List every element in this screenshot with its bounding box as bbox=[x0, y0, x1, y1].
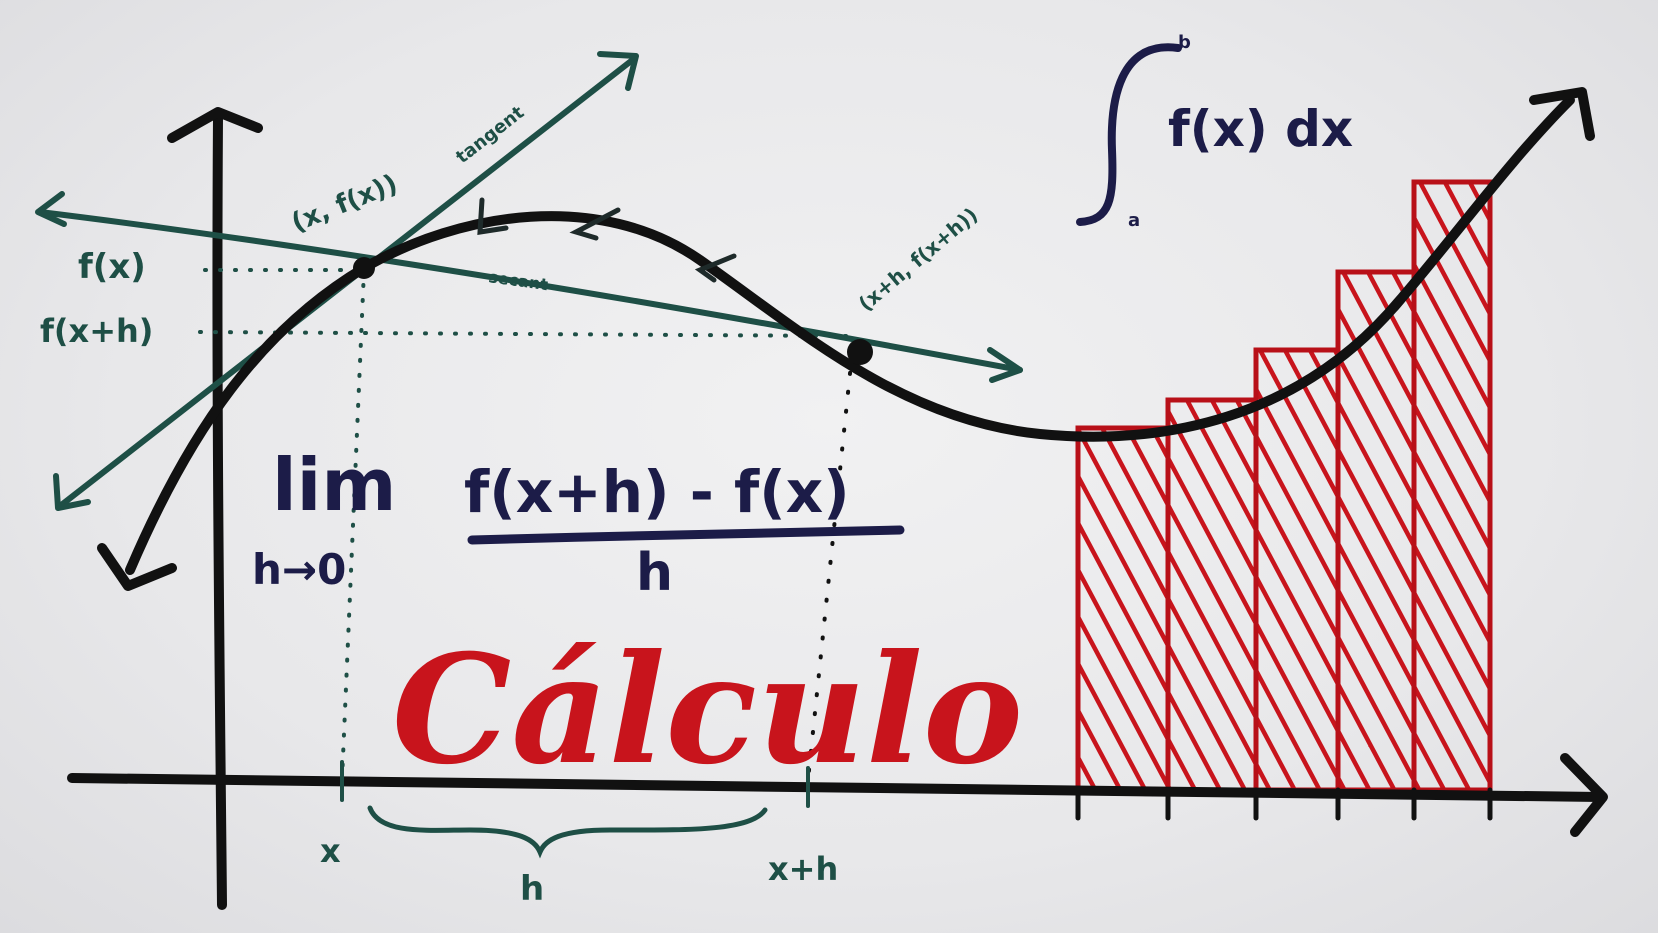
page-title: Cálculo bbox=[392, 622, 1023, 798]
xh-tick-label: x+h bbox=[768, 850, 838, 888]
riemann-rect-3 bbox=[1253, 347, 1341, 793]
tangent-label: tangent bbox=[452, 102, 528, 168]
fxh-guide-horizontal bbox=[198, 330, 852, 338]
x-guide-vertical bbox=[340, 268, 366, 782]
secant-line bbox=[37, 209, 1023, 373]
curve-left-arrow-head-icon bbox=[97, 543, 177, 591]
riemann-rect-1 bbox=[1075, 425, 1171, 793]
limit-denominator: h bbox=[636, 543, 673, 603]
curve-right-arrow-head-icon bbox=[1529, 87, 1595, 141]
riemann-rect-5 bbox=[1411, 179, 1493, 793]
limit-numerator: f(x+h) - f(x) bbox=[464, 458, 850, 526]
tangent-bottom-arrow-head-icon bbox=[53, 473, 91, 511]
integral-sign-icon bbox=[1076, 43, 1182, 226]
point-x bbox=[353, 257, 375, 279]
point-xh bbox=[847, 339, 873, 365]
riemann-rect-2 bbox=[1165, 397, 1259, 793]
limit-subscript: h→0 bbox=[252, 545, 346, 594]
h-brace-label: h bbox=[520, 869, 544, 909]
fxh-axis-label: f(x+h) bbox=[40, 312, 153, 350]
fx-axis-label: f(x) bbox=[78, 247, 146, 287]
secant-right-arrow-head-icon bbox=[987, 347, 1023, 383]
integral-expression: f(x) dx bbox=[1168, 100, 1353, 158]
x-axis-arrow-head-icon bbox=[1560, 753, 1608, 837]
tangent-top-arrow-head-icon bbox=[597, 51, 639, 91]
riemann-rectangles bbox=[1075, 179, 1493, 793]
secant-label: secant bbox=[487, 267, 549, 294]
curve-tangent-hint-1 bbox=[477, 197, 509, 235]
y-axis bbox=[212, 113, 227, 910]
limit-lim: lim bbox=[272, 443, 396, 527]
point-x-label: (x, f(x)) bbox=[287, 169, 401, 239]
secant-left-arrow-head-icon bbox=[35, 191, 67, 227]
integral-upper-limit: b bbox=[1178, 32, 1191, 53]
x-tick-label: x bbox=[320, 832, 341, 870]
x-axis bbox=[67, 773, 1605, 802]
curve-tangent-hint-2 bbox=[569, 207, 621, 241]
curly-brace-icon bbox=[367, 805, 768, 859]
y-axis-arrow-head-icon bbox=[167, 107, 263, 143]
curve-tangent-hint-3 bbox=[694, 253, 737, 283]
point-xh-label: (x+h, f(x+h)) bbox=[854, 203, 983, 316]
fraction-bar bbox=[467, 525, 905, 545]
function-curve bbox=[125, 95, 1575, 575]
integral-lower-limit: a bbox=[1128, 210, 1140, 231]
